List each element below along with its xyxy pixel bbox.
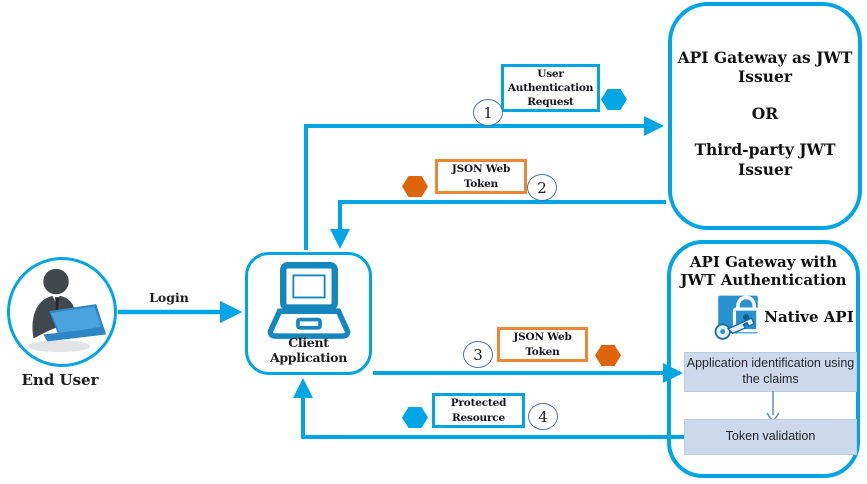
step-number-4: 4 (528, 403, 558, 430)
api-gateway-node: API Gateway with JWT Authentication Nati… (667, 240, 860, 478)
message-json-web-token-2: JSON Web Token (435, 159, 527, 194)
step-number-3: 3 (463, 341, 493, 368)
gateway-step-identification: Application identification using the cla… (684, 352, 857, 392)
hexagon-marker-step2 (402, 176, 428, 197)
login-arrow-label: Login (149, 290, 189, 305)
laptop-icon (267, 262, 351, 339)
hexagon-marker-step4 (402, 407, 428, 428)
jwt-issuer-or: OR (751, 103, 779, 123)
hexagon-marker-step1 (601, 89, 627, 110)
message-json-web-token-3: JSON Web Token (497, 327, 588, 362)
end-user-node (7, 257, 117, 367)
message-protected-resource: Protected Resource (432, 393, 525, 428)
client-application-node: Client Application (245, 252, 372, 375)
jwt-issuer-node: API Gateway as JWT Issuer OR Third-party… (668, 2, 862, 230)
api-gateway-title: API Gateway with JWT Authentication (680, 253, 847, 289)
person-at-laptop-icon (27, 268, 107, 353)
key-glyph (714, 317, 756, 340)
step-number-1: 1 (473, 99, 503, 126)
lock-key-icon (714, 295, 760, 340)
message-user-auth-request: User Authentication Request (501, 64, 600, 112)
jwt-issuer-line2: Third-party JWT Issuer (694, 140, 836, 179)
jwt-issuer-line1: API Gateway as JWT Issuer (677, 48, 853, 87)
step-number-2: 2 (527, 174, 557, 201)
hexagon-marker-step3 (595, 345, 621, 366)
end-user-label: End User (21, 371, 99, 389)
gateway-step-validation: Token validation (684, 419, 857, 455)
flow-arrow-step2 (330, 200, 666, 249)
client-application-label: Client Application (269, 335, 348, 365)
native-api-label: Native API (764, 308, 854, 326)
